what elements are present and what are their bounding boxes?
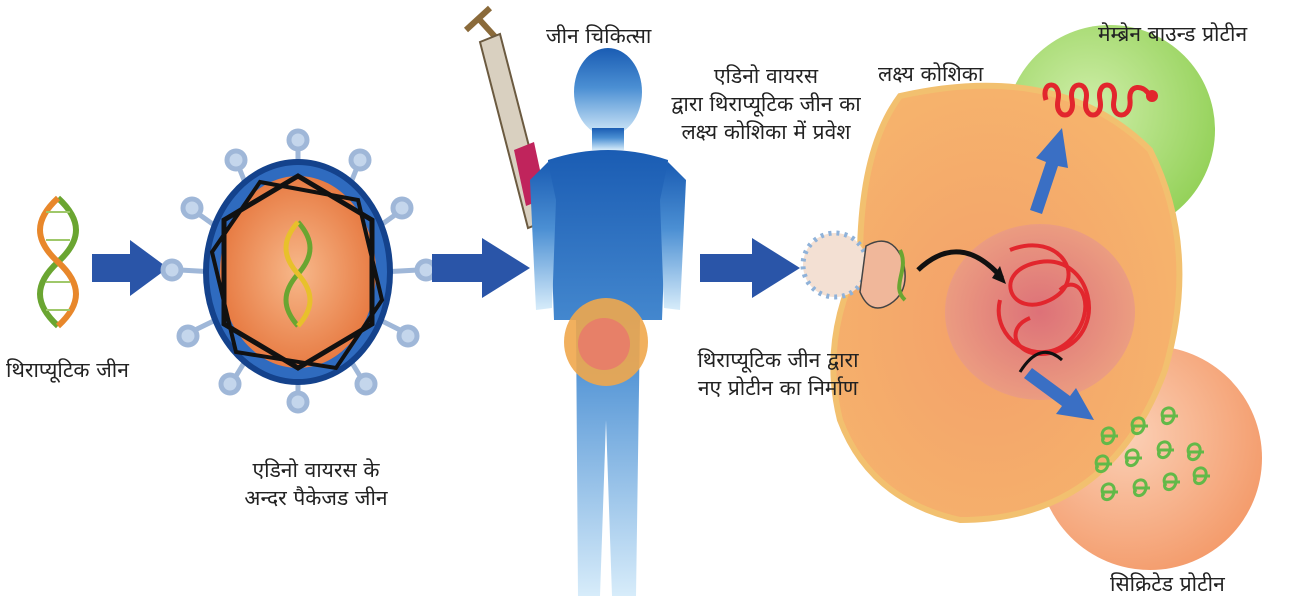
label-gene-therapy: जीन चिकित्सा [546, 22, 651, 50]
arrow-icon [700, 238, 800, 298]
label-virus-entry: एडिनो वायरस द्वारा थिराप्यूटिक जीन का लक… [646, 62, 886, 146]
label-therapeutic-gene: थिराप्यूटिक जीन [6, 356, 129, 384]
label-membrane-protein: मेम्ब्रेन बाउन्ड प्रोटीन [1098, 20, 1247, 48]
dna-helix-icon [40, 198, 76, 326]
label-packaged-line1: एडिनो वायरस के [216, 456, 416, 484]
arrow-icon [92, 240, 168, 296]
label-entry-line1: एडिनो वायरस [646, 62, 886, 90]
label-entry-line3: लक्ष्य कोशिका में प्रवेश [646, 118, 886, 146]
label-packaged-line2: अन्दर पैकेजड जीन [216, 484, 416, 512]
label-new-protein-line2: नए प्रोटीन का निर्माण [658, 374, 898, 402]
label-new-protein: थिराप्यूटिक जीन द्वारा नए प्रोटीन का निर… [658, 346, 898, 402]
label-entry-line2: द्वारा थिराप्यूटिक जीन का [646, 90, 886, 118]
nucleus-icon [945, 224, 1135, 400]
label-packaged-gene: एडिनो वायरस के अन्दर पैकेजड जीन [216, 456, 416, 512]
arrow-icon [432, 238, 530, 298]
label-new-protein-line1: थिराप्यूटिक जीन द्वारा [658, 346, 898, 374]
label-secreted-protein: सिक्रिटेड प्रोटीन [1110, 570, 1225, 598]
adenovirus-icon [163, 131, 435, 411]
label-target-cell: लक्ष्य कोशिका [878, 60, 983, 88]
